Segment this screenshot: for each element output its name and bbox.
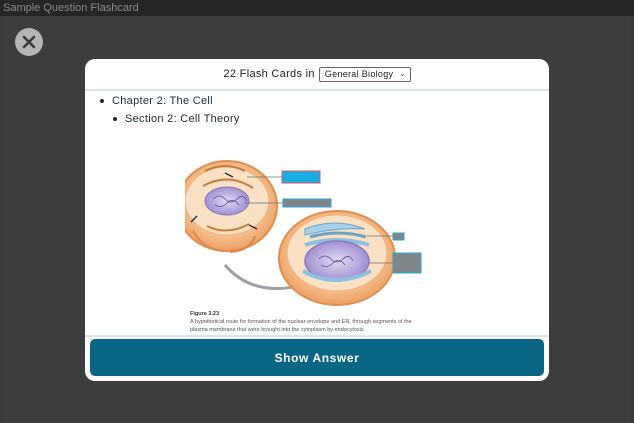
- chevron-down-icon: ⌄: [399, 71, 406, 78]
- close-icon: [22, 35, 36, 49]
- close-button[interactable]: [15, 28, 43, 56]
- card-content: Chapter 2: The Cell Section 2: Cell Theo…: [85, 91, 549, 335]
- flashcard-count: 22 Flash Cards in: [223, 68, 315, 80]
- label-box-highlighted: [281, 170, 321, 184]
- bullet-icon: [100, 99, 104, 104]
- header-divider: [85, 89, 549, 91]
- flashcard-modal: 22 Flash Cards in General Biology ⌄ Chap…: [85, 59, 549, 381]
- footer-divider: [85, 335, 549, 337]
- section-item: Section 2: Cell Theory: [113, 113, 240, 125]
- cell-left: [185, 160, 278, 253]
- deck-select-value: General Biology: [324, 69, 394, 79]
- chapter-label: Chapter 2: The Cell: [112, 95, 213, 107]
- deck-select[interactable]: General Biology ⌄: [318, 66, 411, 82]
- cell-right: [278, 210, 396, 306]
- chapter-item: Chapter 2: The Cell: [100, 95, 213, 107]
- label-box-masked: [392, 232, 405, 241]
- figure-caption-text: A hypothetical route for formation of th…: [190, 319, 412, 333]
- figure-label: Figure 3.23: [190, 311, 220, 317]
- label-box-masked: [282, 198, 332, 208]
- figure-caption: Figure 3.23 A hypothetical route for for…: [190, 310, 430, 334]
- label-box-masked: [392, 252, 422, 274]
- section-label: Section 2: Cell Theory: [125, 113, 240, 125]
- cell-diagram: [185, 160, 422, 306]
- show-answer-button[interactable]: Show Answer: [90, 339, 544, 376]
- modal-header: 22 Flash Cards in General Biology ⌄: [85, 59, 549, 89]
- window-title: Sample Question Flashcard: [0, 0, 634, 16]
- bullet-icon: [113, 117, 117, 122]
